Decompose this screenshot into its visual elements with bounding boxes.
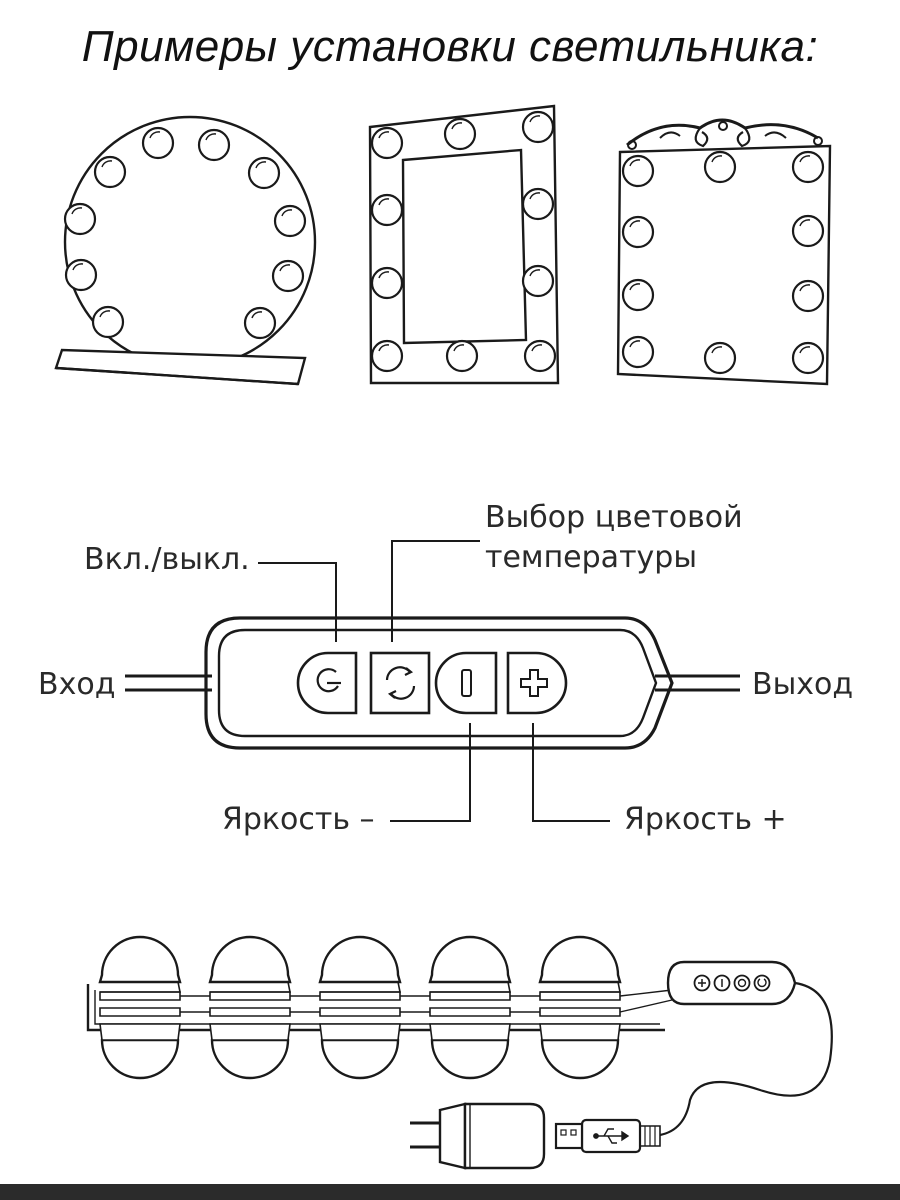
output-label: Выход (752, 667, 853, 702)
color-temp-label-line1: Выбор цветовой (485, 500, 743, 535)
bulb-strip (86, 984, 665, 1032)
power-button[interactable] (296, 651, 358, 715)
usb-plug (554, 1118, 661, 1154)
rectangular-mirror-bulbs (370, 110, 557, 373)
strip-bulbs (98, 935, 622, 1080)
strip-connector-lines (180, 989, 673, 1013)
round-mirror (54, 115, 317, 386)
ornate-mirror-bulbs (621, 150, 825, 375)
usb-icon (593, 1128, 630, 1144)
page-title: Примеры установки светильника: (81, 22, 819, 71)
brightness-up-label: Яркость + (624, 802, 787, 837)
controller-cables (125, 674, 740, 692)
brightness-down-button[interactable] (434, 651, 498, 715)
round-mirror-bulbs (63, 126, 307, 340)
rectangular-mirror (368, 104, 560, 385)
color-temperature-button[interactable] (369, 651, 431, 715)
usb-cable (659, 981, 833, 1137)
brightness-down-label: Яркость – (222, 802, 375, 837)
inline-controller (666, 960, 797, 1006)
color-temp-label-line2: температуры (485, 540, 697, 575)
power-label: Вкл./выкл. (84, 542, 250, 577)
ornate-mirror (616, 118, 832, 386)
callout-lines (258, 540, 610, 822)
brightness-up-button[interactable] (506, 651, 568, 715)
controller-body (204, 616, 674, 750)
minus-icon (461, 669, 472, 697)
power-adapter (410, 1102, 546, 1170)
input-label: Вход (38, 667, 115, 702)
plus-icon (520, 669, 548, 697)
cycle-icon (385, 666, 416, 700)
power-icon (316, 668, 341, 693)
footer-bar (0, 1184, 900, 1200)
